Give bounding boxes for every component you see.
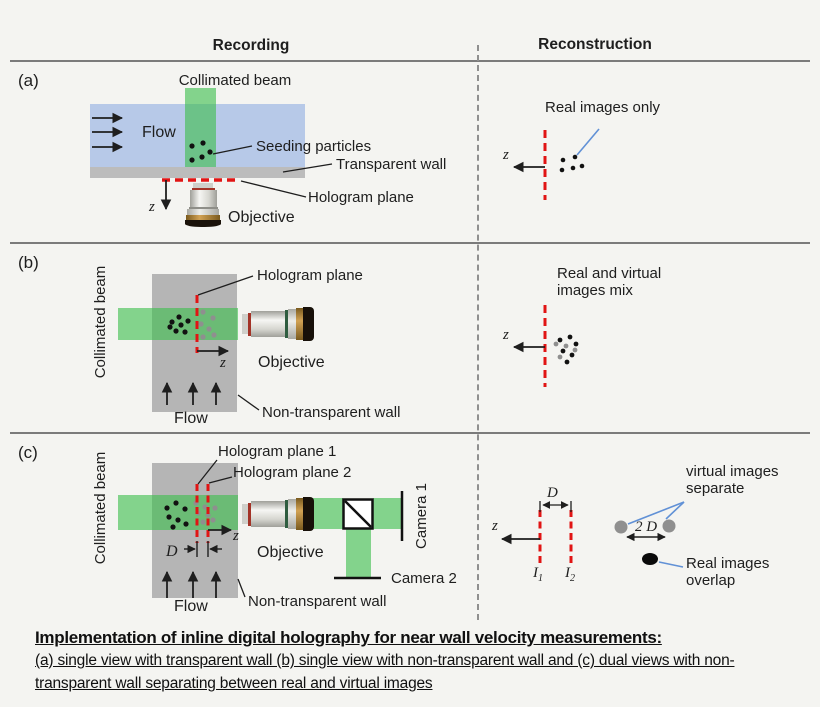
transparent-wall-label: Transparent wall bbox=[336, 156, 447, 173]
virtual-particle-dots bbox=[198, 309, 217, 340]
objective-photo bbox=[242, 496, 316, 532]
real-image-dots bbox=[559, 154, 585, 173]
column-divider-dashed bbox=[477, 45, 479, 620]
leader-lines bbox=[197, 275, 260, 411]
recon-D-dimension bbox=[539, 501, 572, 512]
leader-lines bbox=[212, 145, 333, 198]
real-image-dots bbox=[557, 334, 579, 365]
panel-divider-top bbox=[10, 60, 810, 62]
non-transparent-wall-label: Non-transparent wall bbox=[248, 593, 387, 610]
particle-dots bbox=[167, 314, 191, 335]
panel-a-tag: (a) bbox=[18, 71, 39, 90]
recon-D-label: D bbox=[547, 485, 558, 501]
virtual-image-dot-2 bbox=[662, 519, 676, 533]
flow-label: Flow bbox=[142, 124, 176, 141]
panel-c-tag: (c) bbox=[18, 443, 38, 462]
objective-photo bbox=[183, 183, 223, 231]
objective-label: Objective bbox=[258, 354, 325, 371]
recording-header: Recording bbox=[212, 37, 290, 54]
reconstruction-header: Reconstruction bbox=[538, 36, 652, 53]
particle-dots bbox=[164, 500, 189, 530]
real-images-only-label: Real images only bbox=[545, 99, 661, 116]
recon-z-label: z bbox=[492, 518, 498, 534]
seeding-particles-label: Seeding particles bbox=[256, 138, 372, 155]
z-axis-label: z bbox=[149, 199, 155, 215]
recon-mix-label: Real and virtual images mix bbox=[557, 265, 662, 300]
z-axis-label: z bbox=[220, 355, 226, 371]
flow-label: Flow bbox=[174, 410, 208, 427]
non-transparent-wall-label: Non-transparent wall bbox=[262, 404, 401, 421]
beam-to-camera2 bbox=[346, 529, 371, 577]
collimated-beam-label: Collimated beam bbox=[92, 451, 109, 565]
caption-line-1: Implementation of inline digital hologra… bbox=[35, 628, 662, 647]
panel-divider-bc bbox=[10, 432, 810, 434]
panel-divider-ab bbox=[10, 242, 810, 244]
hologram-plane-1-label: Hologram plane 1 bbox=[218, 443, 337, 460]
flow-label: Flow bbox=[174, 598, 208, 615]
beam-to-splitter bbox=[313, 498, 343, 529]
flow-arrows bbox=[161, 381, 222, 405]
flow-arrows bbox=[161, 570, 222, 598]
D-dimension bbox=[184, 541, 222, 557]
panel-b: (b) Collimated beam Hologram plane z Obj… bbox=[0, 243, 820, 433]
objective-label: Objective bbox=[228, 209, 295, 226]
virtual-image-dots bbox=[553, 341, 578, 360]
flow-arrows bbox=[92, 112, 124, 153]
beam-splitter-diagonal bbox=[344, 500, 372, 528]
virtual-images-separate-label: virtual images separate bbox=[686, 463, 779, 498]
hologram-plane-label: Hologram plane bbox=[308, 189, 414, 206]
recon-leader-blue bbox=[576, 128, 600, 156]
I1-label: I1 bbox=[533, 565, 543, 584]
panel-b-diagram bbox=[161, 275, 579, 411]
transparent-wall bbox=[90, 167, 305, 178]
D-label: D bbox=[166, 543, 178, 560]
I2-label: I2 bbox=[565, 565, 575, 584]
panel-c: (c) Collimated beam Hologram plane 1 Hol… bbox=[0, 433, 820, 625]
recon-z-label: z bbox=[503, 327, 509, 343]
caption: Implementation of inline digital hologra… bbox=[0, 625, 820, 707]
leader-lines bbox=[197, 459, 246, 598]
hologram-plane-2-label: Hologram plane 2 bbox=[233, 464, 352, 481]
camera-1-label: Camera 1 bbox=[413, 483, 430, 549]
real-image-dot bbox=[642, 553, 658, 565]
camera-2-label: Camera 2 bbox=[391, 570, 457, 587]
recon-leader-blue-lines bbox=[627, 501, 685, 568]
panel-c-diagram bbox=[161, 459, 685, 598]
collimated-beam-label: Collimated beam bbox=[178, 72, 292, 89]
panel-b-tag: (b) bbox=[18, 253, 39, 272]
z-axis-label: z bbox=[233, 528, 239, 544]
seeding-particles-dots bbox=[189, 140, 213, 163]
beam-to-camera1 bbox=[373, 498, 402, 529]
panel-a: (a) Collimated beam Flow Seeding particl… bbox=[0, 61, 820, 243]
collimated-beam-label: Collimated beam bbox=[92, 265, 109, 379]
caption-line-3: transparent wall separating between real… bbox=[35, 675, 433, 692]
recon-z-label: z bbox=[503, 147, 509, 163]
two-D-label: 2 D bbox=[635, 519, 658, 535]
objective-label: Objective bbox=[257, 544, 324, 561]
objective-photo bbox=[242, 307, 316, 341]
real-images-overlap-label: Real images overlap bbox=[686, 555, 770, 590]
virtual-image-dot-1 bbox=[614, 520, 628, 534]
panel-a-diagram bbox=[92, 112, 600, 211]
hologram-plane-label: Hologram plane bbox=[257, 267, 363, 284]
collimated-beam bbox=[118, 308, 238, 340]
caption-line-2: (a) single view with transparent wall (b… bbox=[35, 652, 735, 669]
collimated-beam bbox=[118, 495, 238, 530]
